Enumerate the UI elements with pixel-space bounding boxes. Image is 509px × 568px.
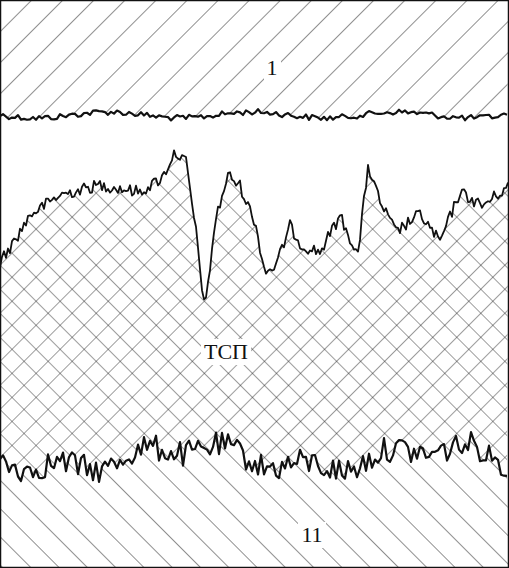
boundary-line [0,109,507,120]
layer-hatch [0,432,509,568]
layer-hatch [0,0,509,120]
boundary-line [0,150,508,299]
layer-crosshatch [0,150,508,482]
layer-label: 1 [264,55,281,81]
layer-label: ТСП [201,339,251,365]
boundary-line [0,432,507,482]
layer-label: 11 [298,522,325,548]
